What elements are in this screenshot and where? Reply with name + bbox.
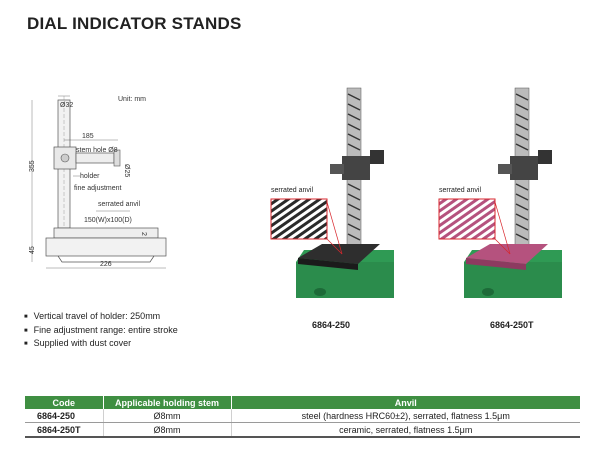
- dim-phi25: Ø25: [123, 164, 130, 177]
- feature-item: Vertical travel of holder: 250mm: [24, 311, 178, 325]
- label-serrated-anvil: serrated anvil: [98, 201, 140, 208]
- label-holder: holder: [80, 173, 100, 180]
- cell-code: 6864-250T: [25, 422, 104, 438]
- column-header-stem: Applicable holding stem: [103, 396, 232, 409]
- product-photo-6864-250: [270, 87, 394, 298]
- dim-2: 2: [140, 232, 147, 236]
- cell-code: 6864-250: [25, 409, 104, 423]
- dim-185: 185: [82, 133, 94, 140]
- product-caption-6864-250T: 6864-250T: [490, 320, 534, 330]
- column-header-anvil: Anvil: [231, 396, 580, 409]
- cell-stem: Ø8mm: [103, 409, 232, 423]
- feature-item: Supplied with dust cover: [24, 338, 178, 352]
- dimension-drawing: Ø32 185 355 45 226 Ø25 2 stem hole Ø8 ho…: [29, 95, 167, 269]
- table-header-row: Code Applicable holding stem Anvil: [25, 396, 580, 409]
- table-row: 6864-250T Ø8mm ceramic, serrated, flatne…: [25, 422, 580, 438]
- column-header-code: Code: [25, 396, 104, 409]
- page-title: DIAL INDICATOR STANDS: [27, 14, 242, 33]
- dim-phi32: Ø32: [60, 102, 73, 109]
- cell-anvil: ceramic, serrated, flatness 1.5μm: [231, 422, 580, 438]
- feature-list: Vertical travel of holder: 250mm Fine ad…: [24, 311, 178, 352]
- spec-table: Code Applicable holding stem Anvil 6864-…: [25, 396, 580, 438]
- table-row: 6864-250 Ø8mm steel (hardness HRC60±2), …: [25, 409, 580, 423]
- dim-45: 45: [29, 246, 36, 254]
- dim-355: 355: [29, 160, 36, 172]
- product-caption-6864-250: 6864-250: [312, 320, 351, 330]
- cell-stem: Ø8mm: [103, 422, 232, 438]
- label-anvil-size: 150(W)x100(D): [84, 217, 132, 224]
- cell-anvil: steel (hardness HRC60±2), serrated, flat…: [231, 409, 580, 423]
- callout-label-6864-250: serrated anvil: [271, 187, 314, 194]
- product-photo-6864-250T: [438, 87, 562, 298]
- dim-226: 226: [100, 261, 112, 268]
- feature-item: Fine adjustment range: entire stroke: [24, 325, 178, 339]
- label-stem-hole: stem hole Ø8: [76, 147, 118, 154]
- callout-label-6864-250T: serrated anvil: [439, 187, 482, 194]
- unit-label: Unit: mm: [118, 96, 146, 103]
- label-fine-adjustment: fine adjustment: [74, 185, 122, 192]
